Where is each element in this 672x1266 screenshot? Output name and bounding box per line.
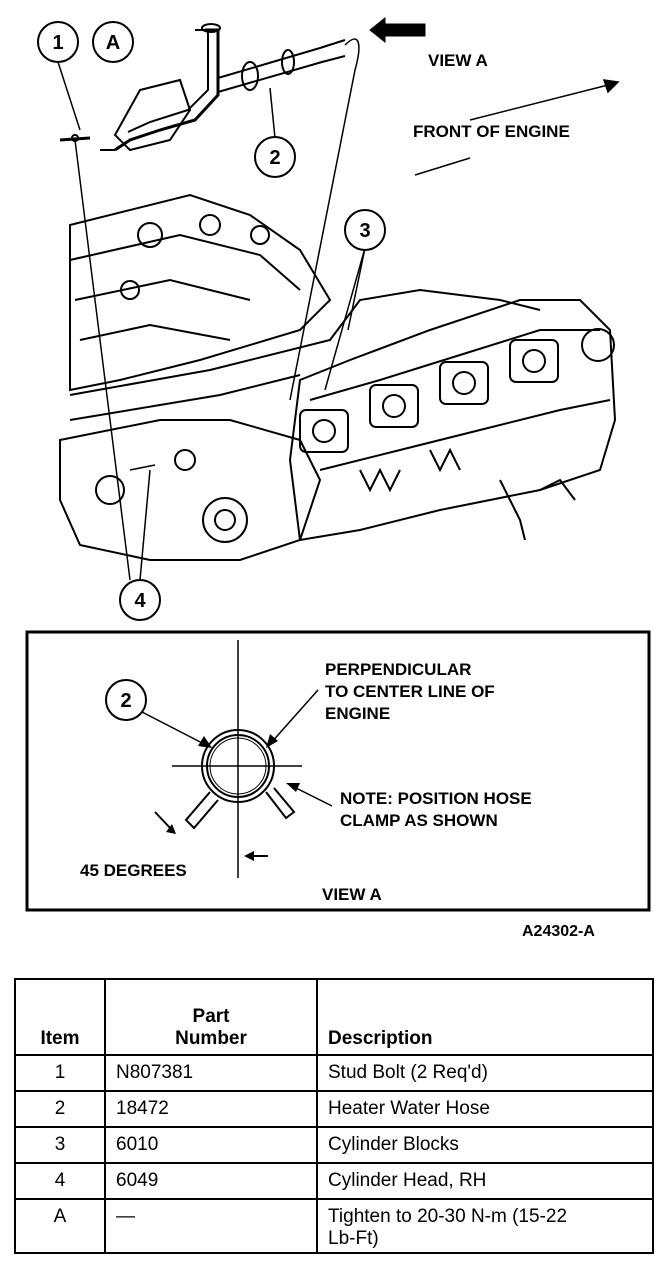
cell-description: Stud Bolt (2 Req'd) bbox=[316, 1054, 654, 1092]
view-a-bottom-label: VIEW A bbox=[322, 885, 382, 904]
front-arrow-tail bbox=[414, 157, 471, 176]
view-a-arrow-icon bbox=[369, 16, 426, 44]
cell-item: 4 bbox=[14, 1162, 106, 1200]
cell-description-line1: Tighten to 20-30 N-m (15-22 bbox=[328, 1206, 568, 1227]
svg-text:2: 2 bbox=[120, 690, 131, 712]
cell-description: Heater Water Hose bbox=[316, 1090, 654, 1128]
degrees-label: 45 DEGREES bbox=[80, 861, 187, 880]
cell-part: 6010 bbox=[104, 1126, 318, 1164]
header-part-line1: Part bbox=[192, 1006, 230, 1027]
callout-3: 3 bbox=[344, 209, 386, 251]
cell-description: Cylinder Blocks bbox=[316, 1126, 654, 1164]
figure-id: A24302-A bbox=[522, 923, 595, 940]
svg-text:3: 3 bbox=[359, 220, 370, 242]
cell-item: 2 bbox=[14, 1090, 106, 1128]
cell-description: Tighten to 20-30 N-m (15-22 Lb-Ft) bbox=[316, 1198, 654, 1254]
cell-part: 6049 bbox=[104, 1162, 318, 1200]
cell-part: 18472 bbox=[104, 1090, 318, 1128]
perpendicular-line3: ENGINE bbox=[325, 704, 390, 723]
table-row: 1 N807381 Stud Bolt (2 Req'd) bbox=[14, 1054, 654, 1092]
view-a-inset: 2 bbox=[25, 630, 651, 912]
header-description: Description bbox=[316, 978, 654, 1056]
callout-4: 4 bbox=[119, 579, 161, 621]
parts-table: Item Part Number Description 1 N807381 S… bbox=[14, 978, 654, 1254]
perpendicular-line1: PERPENDICULAR bbox=[325, 660, 471, 679]
table-row: 4 6049 Cylinder Head, RH bbox=[14, 1162, 654, 1200]
engine-diagram: 1 A 2 3 4 VIEW A FRONT OF ENGINE bbox=[25, 16, 651, 940]
svg-text:2: 2 bbox=[269, 147, 280, 169]
header-part-number: Part Number bbox=[104, 978, 318, 1056]
cell-description-line2: Lb-Ft) bbox=[328, 1228, 379, 1249]
table-row: 3 6010 Cylinder Blocks bbox=[14, 1126, 654, 1164]
cell-item: 1 bbox=[14, 1054, 106, 1092]
svg-text:4: 4 bbox=[134, 590, 146, 612]
front-of-engine-label: FRONT OF ENGINE bbox=[413, 122, 570, 141]
table-row: 2 18472 Heater Water Hose bbox=[14, 1090, 654, 1128]
view-a-top-label: VIEW A bbox=[428, 51, 488, 70]
callout-1: 1 bbox=[37, 21, 79, 63]
note-line1: NOTE: POSITION HOSE bbox=[340, 789, 532, 808]
callout-A: A bbox=[92, 21, 134, 63]
cell-item: 3 bbox=[14, 1126, 106, 1164]
cell-description: Cylinder Head, RH bbox=[316, 1162, 654, 1200]
cell-part: — bbox=[104, 1198, 318, 1254]
note-line2: CLAMP AS SHOWN bbox=[340, 811, 498, 830]
header-part-line2: Number bbox=[175, 1028, 247, 1049]
engine-illustration bbox=[59, 23, 617, 561]
leader-lines bbox=[57, 38, 366, 581]
svg-text:1: 1 bbox=[52, 32, 63, 54]
table-row: A — Tighten to 20-30 N-m (15-22 Lb-Ft) bbox=[14, 1198, 654, 1254]
parts-table-header: Item Part Number Description bbox=[14, 978, 654, 1056]
svg-text:A: A bbox=[106, 32, 120, 54]
cell-item: A bbox=[14, 1198, 106, 1254]
cell-part: N807381 bbox=[104, 1054, 318, 1092]
callout-2: 2 bbox=[254, 136, 296, 178]
perpendicular-line2: TO CENTER LINE OF bbox=[325, 682, 495, 701]
header-item: Item bbox=[14, 978, 106, 1056]
front-arrow-top-icon bbox=[469, 79, 620, 121]
